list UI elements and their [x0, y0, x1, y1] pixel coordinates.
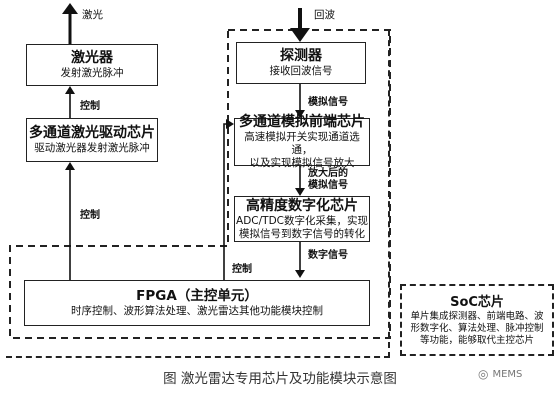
laser-desc: 发射激光脉冲	[60, 67, 124, 79]
laser-driver-desc: 驱动激光器发射激光脉冲	[34, 142, 150, 154]
digitizer-desc-2: 模拟信号到数字信号的转化	[239, 227, 365, 240]
soc-dashed-box	[400, 284, 554, 356]
laser-block: 激光器 发射激光脉冲	[26, 44, 158, 86]
echo-input-arrowhead	[290, 28, 310, 42]
fpga-block: FPGA（主控单元） 时序控制、波形算法处理、激光雷达其他功能模块控制	[24, 280, 370, 326]
analog-frontend-desc-1: 高速模拟开关实现通道选通，	[244, 131, 360, 156]
laser-driver-block: 多通道激光驱动芯片 驱动激光器发射激光脉冲	[26, 118, 158, 162]
fpga-desc: 时序控制、波形算法处理、激光雷达其他功能模块控制	[71, 305, 323, 317]
edge-label-analog-signal: 模拟信号	[308, 97, 348, 108]
analog-frontend-title: 多通道模拟前端芯片	[239, 114, 365, 130]
analog-frontend-desc-2: 以及实现模拟信号放大	[249, 157, 355, 169]
edge-label-control-2: 控制	[80, 210, 100, 221]
detector-block: 探测器 接收回波信号	[236, 42, 366, 84]
soc-desc-1: 单片集成探测器、前端电路、波	[410, 310, 544, 322]
edge-label-digital-signal: 数字信号	[308, 250, 348, 261]
edge-label-amplified-2: 模拟信号	[308, 180, 348, 191]
watermark: ◎ MEMS	[478, 367, 522, 381]
figure-caption: 图 激光雷达专用芯片及功能模块示意图	[163, 371, 397, 387]
wechat-icon: ◎	[478, 367, 489, 381]
soc-desc-2: 形数字化、算法处理、脉冲控制	[410, 322, 544, 334]
laser-title: 激光器	[71, 50, 113, 66]
soc-desc-3: 等功能，能够取代主控芯片	[419, 334, 534, 346]
laser-output-arrowhead	[62, 3, 78, 14]
fpga-title: FPGA（主控单元）	[136, 288, 258, 304]
soc-block: SoC芯片 单片集成探测器、前端电路、波 形数字化、算法处理、脉冲控制 等功能，…	[404, 288, 550, 352]
digitizer-block: 高精度数字化芯片 ADC/TDC数字化采集，实现 模拟信号到数字信号的转化	[234, 196, 370, 242]
detector-desc: 接收回波信号	[269, 65, 333, 77]
soc-title: SoC芯片	[450, 294, 504, 310]
edge-label-amplified-1: 放大后的	[308, 168, 348, 179]
analog-frontend-block: 多通道模拟前端芯片 高速模拟开关实现通道选通， 以及实现模拟信号放大	[234, 114, 370, 169]
detector-title: 探测器	[280, 48, 322, 64]
dashed-boundary-outline	[9, 29, 391, 339]
laser-driver-title: 多通道激光驱动芯片	[29, 125, 155, 141]
digitizer-desc-1: ADC/TDC数字化采集，实现	[236, 214, 368, 227]
laser-output-label: 激光	[82, 9, 103, 21]
edge-label-control-3: 控制	[232, 264, 252, 275]
echo-input-label: 回波	[314, 9, 335, 21]
digitizer-title: 高精度数字化芯片	[246, 197, 358, 214]
edge-label-control-1: 控制	[80, 101, 100, 112]
watermark-text: MEMS	[492, 368, 523, 380]
